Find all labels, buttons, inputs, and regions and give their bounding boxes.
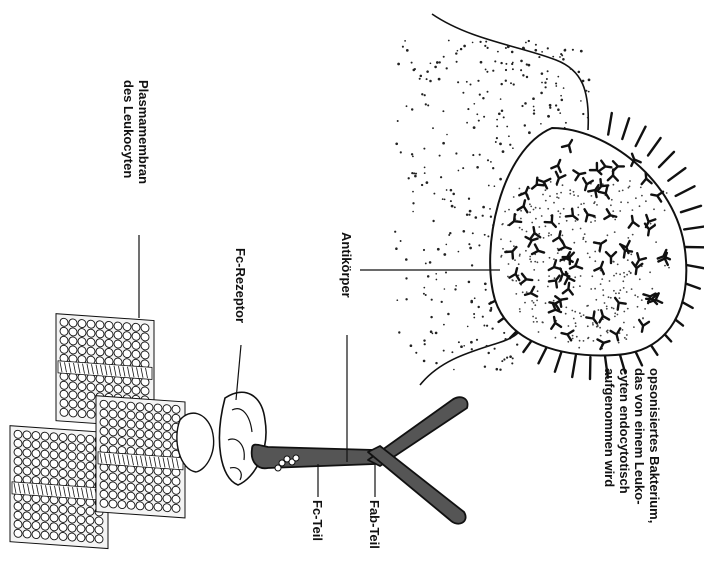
label-bacterium-line1: opsonisiertes Bakterium, xyxy=(647,368,662,523)
antibody-fc-stem xyxy=(252,445,375,469)
plasma-membrane xyxy=(10,314,185,549)
opsonized-bacterium xyxy=(490,113,704,379)
fc-receptor xyxy=(177,392,266,485)
pseudopod-outline-lower xyxy=(420,320,522,385)
label-bacterium-line4: aufgenommen wird xyxy=(602,368,617,487)
label-antibody: Antikörper xyxy=(339,232,354,298)
label-membrane-line1: Plasmamembran xyxy=(136,80,151,184)
label-bacterium-line2: das von einem Leuko- xyxy=(632,368,647,505)
label-fc-part: Fc-Teil xyxy=(310,500,325,541)
lipid-bilayer xyxy=(10,314,185,549)
free-antibody xyxy=(252,397,468,524)
label-membrane-line2: des Leukocyten xyxy=(121,80,136,178)
label-fab-part: Fab-Teil xyxy=(367,500,382,549)
label-fc-receptor: Fc-Rezeptor xyxy=(233,248,248,323)
pseudopod-outline-upper xyxy=(432,14,588,130)
bacterium-body xyxy=(490,128,686,355)
label-bacterium-line3: cyten endocytotisch xyxy=(617,368,632,494)
